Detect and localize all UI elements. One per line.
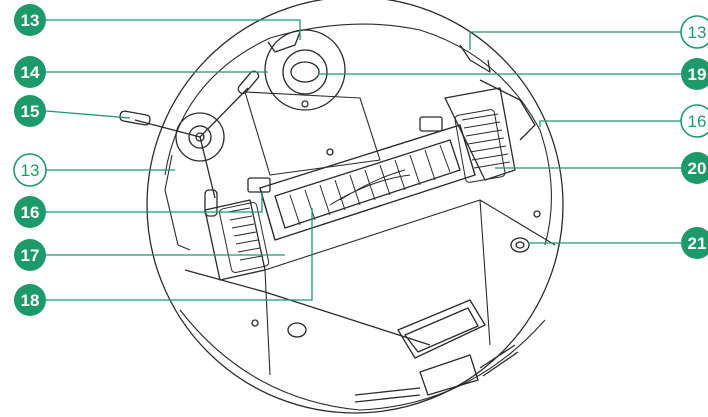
callout-15: 15 (14, 95, 46, 127)
callout-19: 19 (681, 58, 708, 90)
outer-shell (146, 0, 564, 414)
callout-13-right: 13 (680, 15, 708, 49)
leader-18 (46, 208, 313, 301)
callout-13-right-label: 13 (688, 23, 707, 42)
callout-17-label: 17 (21, 246, 40, 265)
lower-contact (287, 322, 307, 338)
robot-body (119, 0, 564, 414)
small-screw-a (251, 319, 259, 327)
callout-19-label: 19 (688, 65, 707, 84)
main-brush-inner (274, 139, 461, 229)
right-wheel-housing (444, 87, 516, 181)
left-cliff-sensor (247, 177, 271, 193)
front-edge-detail (267, 31, 491, 73)
left-bumper-slot (164, 154, 191, 251)
right-bumper-slot (479, 79, 536, 141)
caster-wheel (282, 49, 328, 95)
callout-13-left-label: 13 (21, 161, 40, 180)
small-screw-b (533, 210, 541, 218)
bottom-edge-lines (354, 344, 519, 403)
lower-edge (184, 269, 431, 346)
side-brush-arm-1 (134, 87, 249, 199)
shell-side (179, 309, 546, 411)
callout-21: 21 (681, 227, 708, 259)
bumper-contour (164, 23, 552, 246)
callout-15-label: 15 (21, 102, 40, 121)
callout-20-label: 20 (688, 159, 707, 178)
side-brush-tip-3 (204, 189, 218, 217)
callout-13-top-label: 13 (21, 11, 40, 30)
callout-17: 17 (14, 239, 46, 271)
side-brush-tip-2 (237, 70, 260, 95)
caster-wheel-inner (290, 61, 320, 83)
charging-contact (510, 237, 530, 253)
right-cliff-sensor (419, 116, 443, 132)
callout-18-label: 18 (21, 291, 40, 310)
callout-13-top: 13 (14, 4, 46, 36)
caster-housing (264, 29, 346, 111)
main-brush-bristles (289, 144, 451, 226)
callout-13-left: 13 (13, 153, 47, 187)
callout-16-left: 16 (14, 196, 46, 228)
side-brush-center (195, 132, 205, 142)
leader-16-right (539, 120, 681, 127)
callout-14: 14 (14, 56, 46, 88)
left-wheel-tread (219, 201, 270, 273)
lower-plate (264, 199, 556, 376)
callout-16-right-label: 16 (688, 112, 707, 131)
leader-13-top (46, 19, 301, 40)
leader-13-right (469, 31, 681, 50)
main-plate (244, 91, 381, 176)
callout-20: 20 (681, 152, 708, 184)
leader-16-left (46, 192, 263, 213)
leader-lines (45, 19, 681, 301)
callout-14-label: 14 (21, 63, 40, 82)
screw-1 (301, 100, 309, 108)
side-brush-hub-outer (175, 112, 225, 162)
charging-contact-inner (515, 241, 525, 249)
dustbin-handle-inner (404, 307, 479, 353)
side-brush-hub (188, 125, 212, 149)
bottom-vent (419, 354, 479, 396)
dustbin-handle (397, 299, 486, 359)
side-brush-tip-1 (119, 110, 151, 126)
callout-16-left-label: 16 (21, 203, 40, 222)
callout-18: 18 (14, 284, 46, 316)
right-wheel-tread (454, 109, 511, 183)
main-brush-frame (259, 124, 476, 241)
callout-21-label: 21 (688, 234, 707, 253)
callout-16-right: 16 (680, 104, 708, 138)
screw-2 (326, 148, 334, 156)
leader-15 (45, 110, 131, 119)
